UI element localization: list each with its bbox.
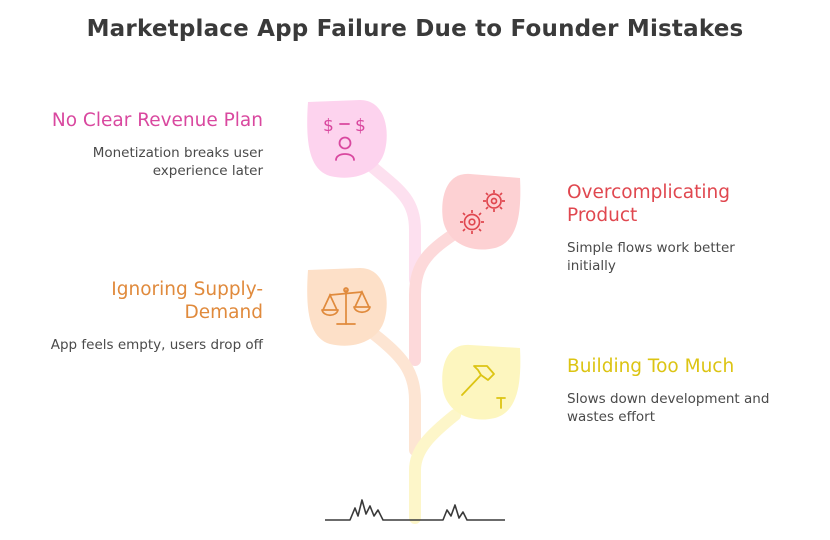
- description-supply-demand: App feels empty, users drop off: [50, 337, 263, 353]
- balance-scale-icon: [321, 287, 371, 325]
- heading-overcomplicating: Overcomplicating Product: [567, 182, 730, 226]
- description-overcomplicating: Simple flows work better initially: [567, 240, 735, 274]
- leaf-building: [442, 344, 521, 420]
- svg-text:$: $: [355, 116, 366, 136]
- stem-overcomplicating: [409, 224, 466, 366]
- heading-building-too-much: Building Too Much: [567, 356, 735, 377]
- leaf-overcomplicating: [442, 173, 521, 250]
- page-title: Marketplace App Failure Due to Founder M…: [86, 16, 744, 42]
- leaf-supply-demand: [307, 268, 387, 346]
- leaf-revenue: [307, 100, 387, 178]
- ground-grass: [325, 499, 505, 521]
- description-building-too-much: Slows down development and wastes effort: [567, 391, 770, 425]
- heading-revenue-plan: No Clear Revenue Plan: [51, 110, 263, 131]
- stem-building: [409, 409, 461, 524]
- gears-icon: [460, 190, 505, 234]
- svg-text:$: $: [323, 116, 334, 136]
- heading-supply-demand: Ignoring Supply- Demand: [111, 279, 263, 323]
- description-revenue-plan: Monetization breaks user experience late…: [92, 145, 263, 179]
- stem-supply-demand: [369, 329, 421, 456]
- stem-revenue: [364, 159, 421, 286]
- money-person-icon: $ $: [323, 116, 366, 161]
- hammer-nail-icon: [461, 365, 506, 409]
